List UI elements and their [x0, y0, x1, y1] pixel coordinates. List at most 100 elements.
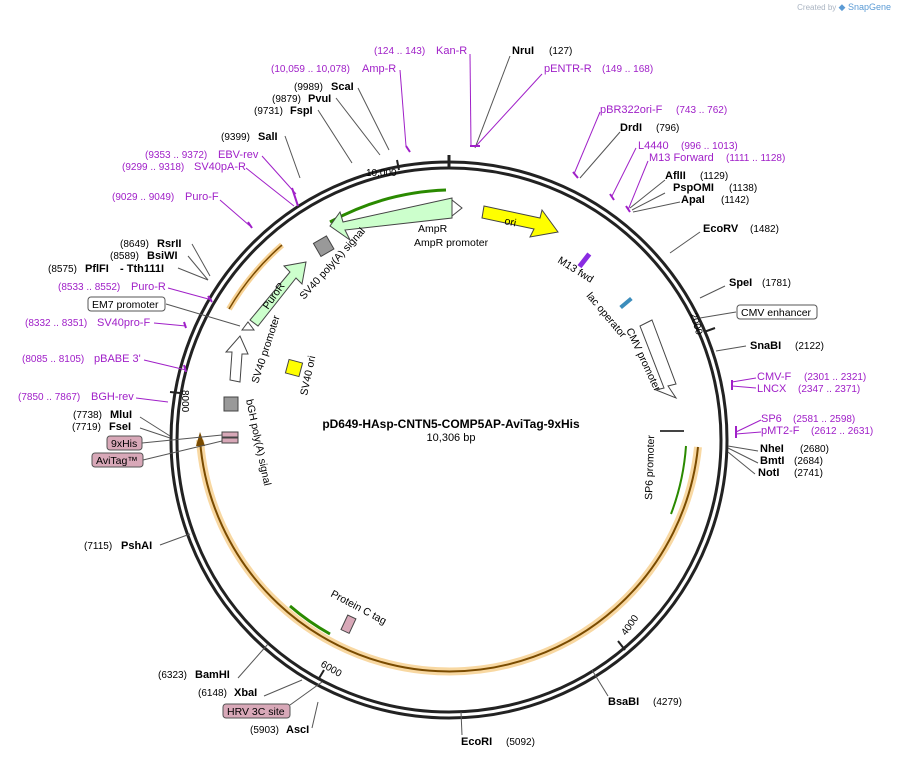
primer-sp6: SP6 — [761, 413, 782, 425]
hrv3c-box — [222, 703, 291, 719]
primer-pbr322ori-f: pBR322ori-F — [600, 104, 663, 116]
enzyme-ecorv: EcoRV — [703, 223, 739, 235]
label-sv40-promoter: SV40 promoter — [249, 314, 282, 385]
enzyme-xbai: XbaI — [234, 687, 257, 699]
his-tag-feature — [221, 431, 239, 438]
enzyme-pspomi: PspOMI — [673, 182, 714, 194]
label-m13-fwd: M13 fwd — [555, 254, 595, 285]
tick-6000: 6000 — [319, 659, 344, 680]
primer-sp6-pos: (2581 .. 2598) — [793, 414, 855, 425]
enzyme-snabi: SnaBI — [750, 340, 781, 352]
enzyme-apai: ApaI — [681, 194, 705, 206]
enzyme-mlui: MluI — [110, 409, 132, 421]
primer-kanr-pos: (124 .. 143) — [374, 46, 425, 57]
primer-pmt2-f: pMT2-F — [761, 425, 800, 437]
em7-promoter-feature — [241, 321, 255, 331]
enzyme-asci: AscI — [286, 724, 309, 736]
enzyme-fspi-pos: (9731) — [254, 106, 283, 117]
enzyme-spei-pos: (1781) — [762, 278, 791, 289]
plasmid-name: pD649-HAsp-CNTN5-COMP5AP-AviTag-9xHis — [322, 417, 580, 431]
em7-leader — [165, 303, 241, 327]
enzyme-aflii: AflII — [665, 170, 686, 182]
primer-ebv-rev-pos: (9353 .. 9372) — [145, 150, 207, 161]
em7-promoter-box — [87, 296, 166, 312]
enzyme-leaders — [139, 55, 759, 736]
primer-puro-r: Puro-R — [131, 281, 166, 293]
cmv-enhancer-box — [736, 304, 818, 320]
hrv3c-leader — [289, 681, 323, 706]
enzyme-bamhi: BamHI — [195, 669, 230, 681]
enzyme-bamhi-pos: (6323) — [158, 670, 187, 681]
primer-lncx: LNCX — [757, 383, 787, 395]
enzyme-apai-pos: (1142) — [721, 195, 749, 206]
primer-labels: (124 .. 143) Kan-R pENTR-R (149 .. 168) … — [18, 45, 873, 437]
enzyme-bsabi: BsaBI — [608, 696, 639, 708]
primer-sv40pa-r: SV40pA-R — [194, 161, 246, 173]
enzyme-snabi-pos: (2122) — [795, 341, 824, 352]
label-hrv3c-site: HRV 3C site — [227, 706, 285, 718]
primer-pbabe3-pos: (8085 .. 8105) — [22, 354, 84, 365]
label-ampr-promoter: AmpR promoter — [414, 237, 489, 249]
enzyme-ecori-pos: (5092) — [506, 737, 535, 748]
label-9xhis: 9xHis — [111, 438, 137, 450]
orf-arrow — [196, 432, 205, 446]
primer-bgh-rev: BGH-rev — [91, 391, 134, 403]
label-protein-c-tag: Protein C tag — [329, 588, 389, 627]
primer-cmv-f-pos: (2301 .. 2321) — [804, 372, 866, 383]
primer-sv40pa-r-pos: (9299 .. 9318) — [122, 162, 184, 173]
plasmid-length: 10,306 bp — [427, 432, 476, 444]
enzyme-scai: ScaI — [331, 81, 354, 93]
primer-bgh-rev-pos: (7850 .. 7867) — [18, 392, 80, 403]
enzyme-rsrii: RsrII — [157, 238, 181, 250]
primer-lncx-pos: (2347 .. 2371) — [798, 384, 860, 395]
bgh-polya-feature — [223, 396, 239, 412]
protein-c-tag-feature — [340, 614, 357, 635]
tick-8000: 8000 — [179, 390, 190, 413]
enzyme-nrui: NruI — [512, 45, 534, 57]
avitag-leader — [142, 440, 223, 461]
enzyme-bmti-pos: (2684) — [794, 456, 823, 467]
enzyme-noti: NotI — [758, 467, 779, 479]
enzyme-noti-pos: (2741) — [794, 468, 823, 479]
enzyme-pflfi-pos: (8575) — [48, 264, 77, 275]
sv40-promoter-feature — [224, 335, 249, 383]
label-em7-promoter: EM7 promoter — [92, 299, 159, 311]
enzyme-pshai: PshAI — [121, 540, 152, 552]
primer-l4440: L4440 — [638, 140, 669, 152]
primer-marks — [183, 145, 737, 438]
enzyme-bmti: BmtI — [760, 455, 784, 467]
snapgene-watermark: Created by ◆ SnapGene — [797, 2, 891, 13]
primer-m13-forward: M13 Forward — [649, 152, 714, 164]
enzyme-nrui-pos: (127) — [549, 46, 572, 57]
enzyme-rsrii-pos: (8649) — [120, 239, 149, 250]
primer-amp-r-pos: (10,059 .. 10,078) — [271, 64, 350, 75]
enzyme-pshai-pos: (7115) — [84, 541, 112, 552]
label-cmv-enhancer: CMV enhancer — [741, 307, 812, 319]
enzyme-labels: NruI (127) DrdI (796) AflII (1129) PspOM… — [48, 45, 829, 748]
enzyme-fspi: FspI — [290, 105, 313, 117]
cmv-enhancer-leader — [699, 311, 737, 319]
primer-pentr-r: pENTR-R — [544, 63, 592, 75]
puror-feature — [249, 261, 307, 327]
sv40-polya-feature — [312, 235, 335, 258]
m13-fwd-feature — [577, 252, 592, 269]
label-sv40-polya: SV40 poly(A) signal — [297, 225, 368, 302]
enzyme-mlui-pos: (7738) — [73, 410, 102, 421]
enzyme-pspomi-pos: (1138) — [729, 183, 757, 194]
primer-puro-f-pos: (9029 .. 9049) — [112, 192, 174, 203]
primer-kanr: Kan-R — [436, 45, 467, 57]
enzyme-bsiwi: BsiWI — [147, 250, 178, 262]
enzyme-nhei-pos: (2680) — [800, 444, 829, 455]
ampr-feature — [329, 197, 453, 241]
primer-sv40pro-f-pos: (8332 .. 8351) — [25, 318, 87, 329]
enzyme-scai-pos: (9989) — [294, 82, 323, 93]
lac-operator-feature — [619, 296, 633, 310]
enzyme-sali-pos: (9399) — [221, 132, 250, 143]
enzyme-ecori: EcoRI — [461, 736, 492, 748]
enzyme-tth111i-name: Tth111I — [127, 263, 164, 275]
enzyme-aflii-pos: (1129) — [700, 171, 728, 182]
sv40-ori-feature — [284, 358, 304, 378]
enzyme-fsei-pos: (7719) — [72, 422, 101, 433]
scale-ticks — [169, 159, 716, 681]
